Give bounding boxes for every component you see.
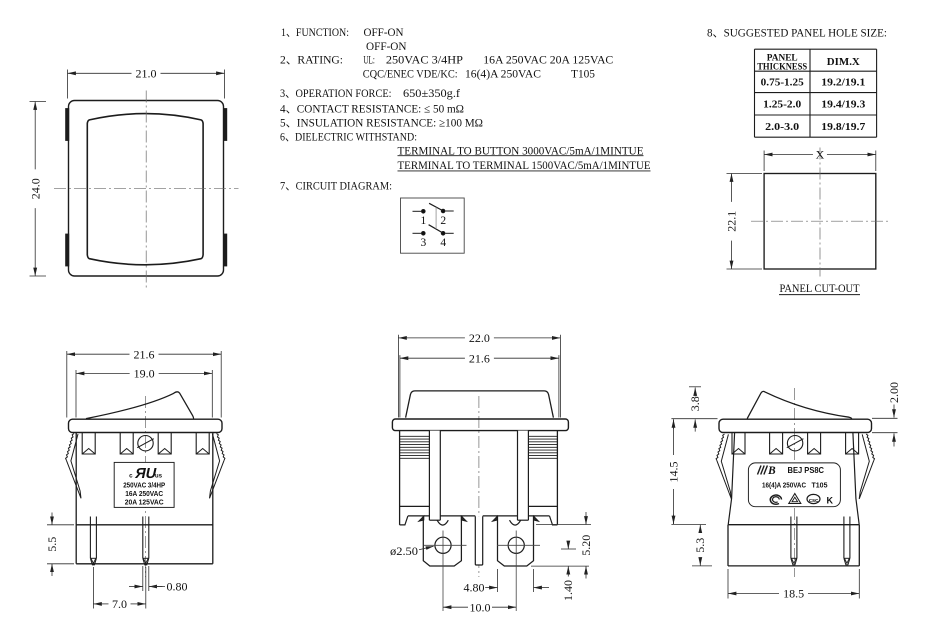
svg-text:CQC/ENEC VDE/KC:: CQC/ENEC VDE/KC:	[363, 68, 458, 81]
svg-text:250VAC 3/4HP: 250VAC 3/4HP	[386, 53, 463, 66]
svg-text:7、CIRCUIT DIAGRAM:: 7、CIRCUIT DIAGRAM:	[280, 180, 392, 193]
svg-text:1: 1	[421, 215, 427, 227]
svg-text:DIM.X: DIM.X	[827, 57, 860, 68]
svg-text:THICKNESS: THICKNESS	[757, 63, 807, 73]
svg-text:0.75-1.25: 0.75-1.25	[761, 77, 805, 89]
svg-text:1.40: 1.40	[561, 580, 575, 601]
svg-text:6、DIELECTRIC WITHSTAND:: 6、DIELECTRIC WITHSTAND:	[280, 131, 417, 144]
svg-text:4、CONTACT RESISTANCE: ≤ 50 mΩ: 4、CONTACT RESISTANCE: ≤ 50 mΩ	[280, 102, 464, 115]
svg-text:16(4)A 250VAC: 16(4)A 250VAC	[465, 68, 541, 81]
svg-text:PANEL: PANEL	[767, 53, 798, 63]
svg-text:22.0: 22.0	[469, 331, 490, 345]
svg-text:3: 3	[421, 237, 427, 249]
svg-text:ЯU: ЯU	[134, 466, 158, 482]
svg-text:7.0: 7.0	[112, 597, 127, 611]
svg-text:BEJ PS8C: BEJ PS8C	[788, 466, 825, 475]
svg-text:20A 125VAC: 20A 125VAC	[125, 497, 165, 506]
svg-text:2: 2	[440, 215, 446, 227]
svg-text:4: 4	[440, 237, 446, 249]
svg-text:10.0: 10.0	[470, 600, 491, 614]
svg-text:3、OPERATION FORCE:: 3、OPERATION FORCE:	[280, 87, 392, 100]
svg-text:X: X	[816, 148, 825, 162]
svg-text:5.3: 5.3	[693, 538, 707, 553]
svg-text:16A 250VAC 20A 125VAC: 16A 250VAC 20A 125VAC	[483, 53, 613, 66]
svg-text:OFF-ON: OFF-ON	[364, 26, 405, 39]
svg-text:16A 250VAC: 16A 250VAC	[125, 489, 164, 498]
svg-text:OFF-ON: OFF-ON	[366, 40, 407, 53]
svg-text:14.5: 14.5	[666, 462, 680, 483]
svg-text:650±350g.f: 650±350g.f	[403, 87, 460, 100]
svg-text:us: us	[155, 473, 163, 480]
svg-text:19.2/19.1: 19.2/19.1	[821, 77, 865, 89]
svg-text:19.8/19.7: 19.8/19.7	[821, 121, 866, 133]
svg-text:250VAC 3/4HP: 250VAC 3/4HP	[123, 480, 165, 489]
svg-text:24.0: 24.0	[28, 178, 42, 199]
svg-text:2、RATING:: 2、RATING:	[280, 53, 343, 66]
svg-text:csc: csc	[809, 498, 818, 504]
svg-text:B: B	[767, 465, 776, 477]
svg-text:21.0: 21.0	[136, 67, 157, 81]
svg-text:5、INSULATION RESISTANCE: ≥100: 5、INSULATION RESISTANCE: ≥100 MΩ	[280, 117, 483, 130]
svg-text:22.1: 22.1	[725, 211, 739, 232]
svg-text:c: c	[129, 473, 133, 480]
svg-text:UL:: UL:	[363, 53, 375, 66]
svg-text:8、SUGGESTED PANEL HOLE SIZE:: 8、SUGGESTED PANEL HOLE SIZE:	[707, 27, 887, 40]
svg-text:1、FUNCTION:: 1、FUNCTION:	[281, 26, 349, 39]
svg-text:3.8: 3.8	[688, 396, 702, 411]
svg-text:TERMINAL TO TERMINAL 1500VAC/5: TERMINAL TO TERMINAL 1500VAC/5mA/1MINTUE	[398, 159, 651, 172]
svg-text:PANEL CUT-OUT: PANEL CUT-OUT	[780, 281, 861, 295]
svg-text:21.6: 21.6	[134, 347, 155, 361]
svg-text:K: K	[827, 495, 834, 505]
svg-text:ø2.50: ø2.50	[390, 544, 418, 558]
svg-text:TERMINAL TO BUTTON 3000VAC/5mA: TERMINAL TO BUTTON 3000VAC/5mA/1MINTUE	[398, 144, 644, 157]
svg-text:0.80: 0.80	[167, 580, 188, 594]
svg-text:16(4)A 250VAC: 16(4)A 250VAC	[762, 481, 807, 490]
svg-text:T105: T105	[571, 68, 595, 81]
svg-text:2.00: 2.00	[887, 382, 901, 403]
svg-text:19.0: 19.0	[134, 367, 155, 381]
svg-text:1.25-2.0: 1.25-2.0	[763, 99, 802, 111]
svg-text:5.20: 5.20	[579, 535, 593, 556]
svg-text:21.6: 21.6	[469, 351, 490, 365]
svg-text:18.5: 18.5	[783, 587, 804, 601]
svg-text:19.4/19.3: 19.4/19.3	[821, 99, 866, 111]
svg-text:4.80: 4.80	[464, 581, 485, 595]
svg-text:T105: T105	[812, 481, 828, 490]
svg-text:2.0-3.0: 2.0-3.0	[765, 121, 800, 133]
svg-text:5.5: 5.5	[45, 537, 59, 552]
